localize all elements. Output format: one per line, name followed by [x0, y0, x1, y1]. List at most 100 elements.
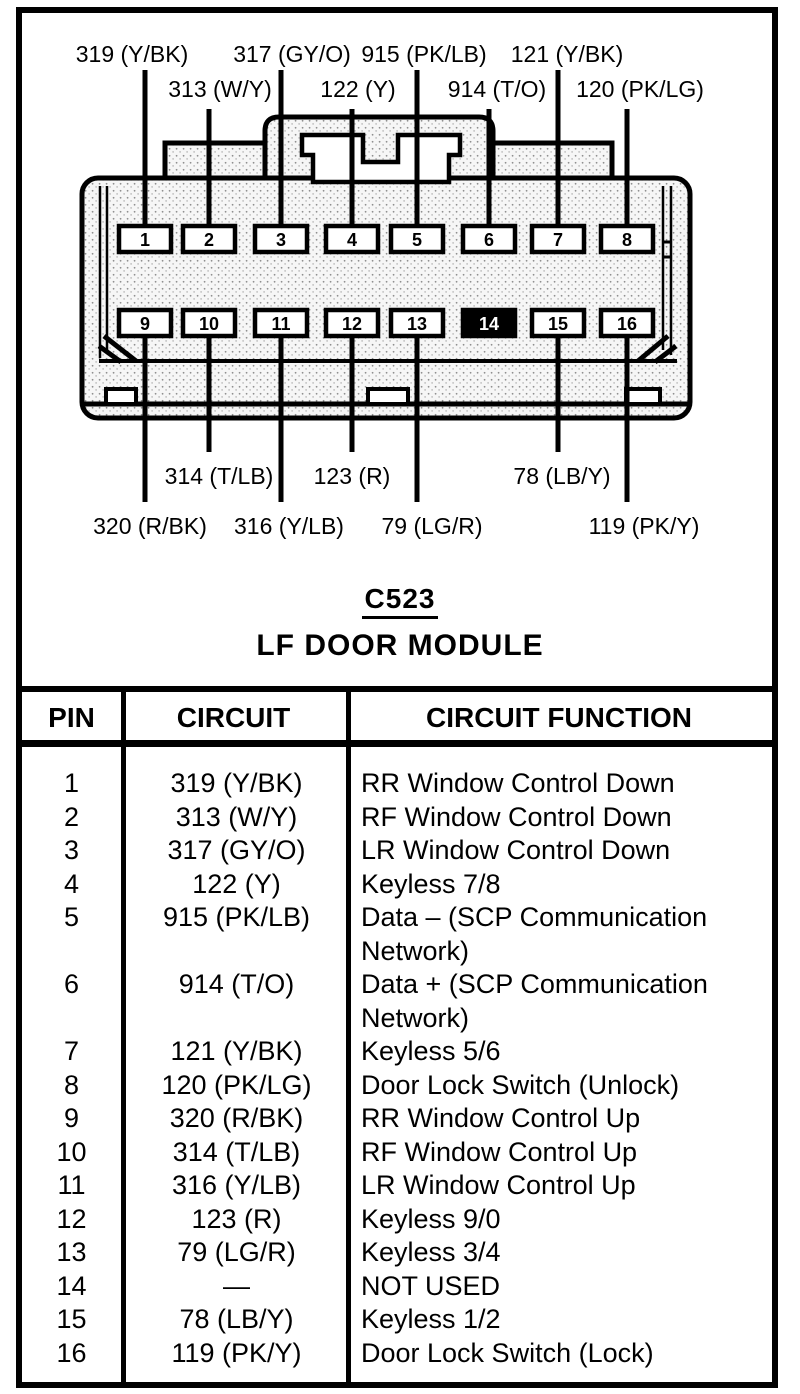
- pin-box-4: [323, 223, 381, 255]
- cell-function: Data – (SCP Communication Network): [361, 902, 708, 966]
- pin-table-header: PIN CIRCUIT CIRCUIT FUNCTION: [22, 698, 772, 738]
- bottom-notch-center: [366, 387, 410, 406]
- latch-keyway: [299, 132, 463, 185]
- pin-number-5: 5: [412, 230, 422, 250]
- table-column-divider-1: [121, 686, 126, 1386]
- table-column-divider-2: [346, 686, 351, 1386]
- cell-pin: 4: [63, 868, 80, 899]
- header-pin: PIN: [48, 702, 95, 733]
- cell-circuit: 122 (Y): [192, 868, 281, 899]
- wire-label-pin-15: 78 (LB/Y): [513, 463, 610, 489]
- pin-box-9: [116, 307, 174, 339]
- cell-function: Keyless 3/4: [361, 1237, 501, 1267]
- pin-number-6: 6: [484, 230, 494, 250]
- cell-circuit: 319 (Y/BK): [170, 768, 303, 798]
- pin-box-11: [252, 307, 310, 339]
- cell-circuit: 314 (T/LB): [172, 1136, 301, 1167]
- cell-function: RR Window Control Down: [361, 768, 675, 798]
- cell-function: LR Window Control Down: [361, 835, 671, 865]
- cell-circuit: 123 (R): [191, 1203, 282, 1234]
- wire-label-pin-11: 316 (Y/LB): [234, 513, 344, 539]
- wire-label-pin-16: 119 (PK/Y): [589, 513, 700, 539]
- wire-label-pin-10: 314 (T/LB): [165, 463, 274, 489]
- cell-pin: 12: [56, 1203, 87, 1234]
- pin-number-10: 10: [199, 314, 219, 334]
- cell-circuit: 915 (PK/LB): [162, 902, 311, 932]
- cell-circuit: 121 (Y/BK): [170, 1036, 303, 1066]
- cell-pin: 10: [56, 1136, 87, 1167]
- wire-label-pin-8: 120 (PK/LG): [576, 76, 704, 102]
- cell-pin: 15: [56, 1304, 87, 1334]
- inner-shell-walls: [97, 186, 678, 365]
- pin-box-3: [252, 223, 310, 255]
- wire-label-pin-9: 320 (R/BK): [93, 513, 207, 539]
- cell-function: RF Window Control Down: [361, 801, 672, 832]
- pin-number-11: 11: [271, 314, 290, 334]
- pin-box-15: [529, 307, 587, 339]
- cell-pin: 2: [63, 801, 80, 832]
- cell-pin: 9: [63, 1103, 80, 1133]
- cell-pin: 13: [56, 1237, 87, 1267]
- pin-box-12: [323, 307, 381, 339]
- cell-function: LR Window Control Up: [361, 1170, 636, 1200]
- pin-number-16: 16: [617, 314, 637, 334]
- cell-circuit: 78 (LB/Y): [179, 1304, 294, 1334]
- table-header-divider: [16, 740, 778, 747]
- pin-number-13: 13: [407, 314, 427, 334]
- wire-label-pin-7: 121 (Y/BK): [511, 41, 624, 67]
- pin-number-15: 15: [548, 314, 568, 334]
- table-top-border: [16, 686, 778, 692]
- cell-function: Door Lock Switch (Lock): [361, 1337, 654, 1368]
- connector-body: [79, 175, 693, 421]
- cell-function: Data + (SCP Communication Network): [361, 969, 708, 1033]
- cell-pin: 3: [63, 835, 80, 865]
- connector-housing: [79, 114, 693, 421]
- cell-pin: 16: [56, 1337, 87, 1368]
- pin-number-14: 14: [479, 314, 499, 334]
- cell-pin: 7: [63, 1036, 80, 1066]
- cell-circuit: 914 (T/O): [178, 969, 295, 999]
- cell-function: Door Lock Switch (Unlock): [361, 1069, 680, 1100]
- wire-leader-lines: [142, 70, 630, 502]
- cell-circuit: 320 (R/BK): [169, 1103, 304, 1133]
- pin-number-12: 12: [342, 314, 362, 334]
- wire-label-pin-2: 313 (W/Y): [168, 76, 272, 102]
- cell-function: NOT USED: [361, 1270, 501, 1301]
- pin-number-3: 3: [276, 230, 286, 250]
- pin-box-13: [388, 307, 446, 339]
- cell-circuit: 79 (LG/R): [177, 1237, 296, 1267]
- cell-pin: 8: [63, 1069, 80, 1100]
- cell-function: RR Window Control Up: [361, 1103, 641, 1133]
- wire-label-pin-4: 122 (Y): [320, 76, 395, 102]
- cell-pin: 5: [63, 902, 80, 932]
- cell-function: Keyless 5/6: [361, 1036, 501, 1066]
- pin-box-16: [598, 307, 656, 339]
- pin-box-5: [388, 223, 446, 255]
- cell-function: Keyless 1/2: [361, 1304, 501, 1334]
- bottom-notch-right: [624, 387, 662, 406]
- cell-pin: 11: [57, 1170, 86, 1200]
- pin-box-1: [116, 223, 174, 255]
- wire-label-pin-3: 317 (GY/O): [233, 41, 351, 67]
- cell-circuit: 120 (PK/LG): [161, 1069, 312, 1100]
- header-circuit: CIRCUIT: [176, 702, 291, 733]
- pin-box-6: [460, 223, 518, 255]
- cell-function: Keyless 7/8: [361, 868, 501, 899]
- pin-box-10: [180, 307, 238, 339]
- cell-function: Keyless 9/0: [361, 1203, 501, 1234]
- cell-pin: 1: [63, 768, 80, 798]
- pin-box-7: [529, 223, 587, 255]
- pin-number-9: 9: [140, 314, 150, 334]
- pin-number-7: 7: [553, 230, 563, 250]
- pin-box-8: [598, 223, 656, 255]
- pin-box-14: [460, 307, 518, 339]
- cell-circuit: 119 (PK/Y): [171, 1337, 302, 1368]
- bottom-notch-left: [104, 387, 138, 406]
- cell-pin: 6: [63, 969, 80, 999]
- wire-label-pin-12: 123 (R): [314, 463, 391, 489]
- connector-id: C523: [361, 583, 439, 619]
- connector-name-caption: LF DOOR MODULE: [256, 629, 544, 662]
